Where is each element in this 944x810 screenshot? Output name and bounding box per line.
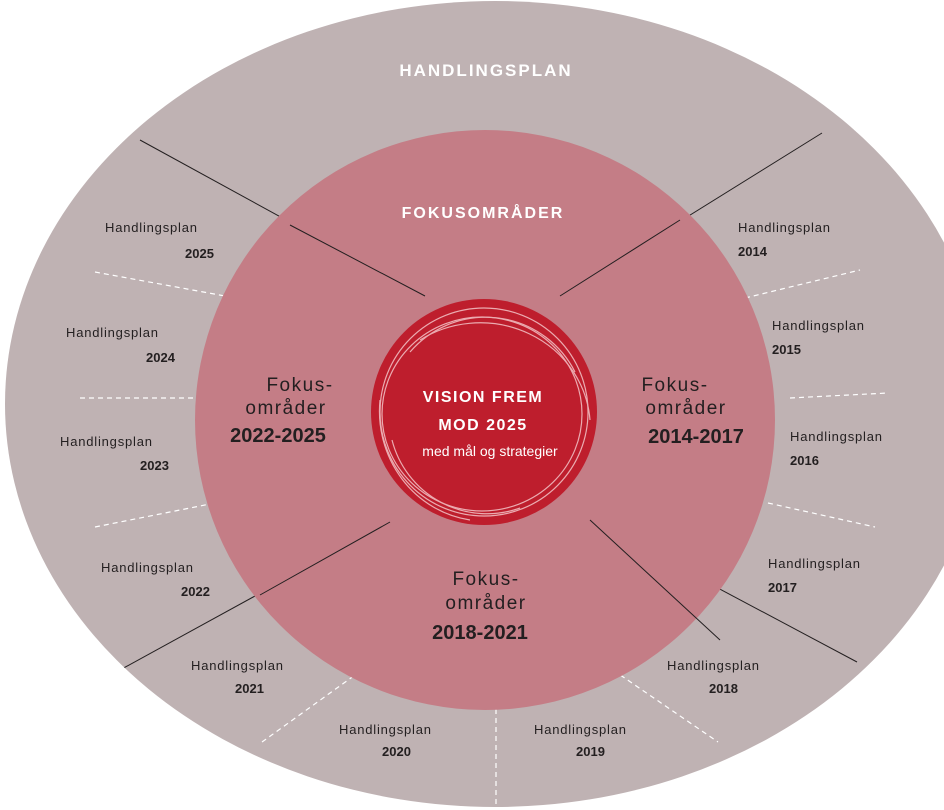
divider-line-inner-top-right [559, 219, 681, 297]
dashed-separator [612, 669, 719, 743]
vision-title-line1: VISION FREM [423, 389, 544, 406]
focus-area-years: 2022-2025 [230, 425, 326, 447]
action-plan-label: Handlingsplan [790, 429, 883, 444]
action-plan-2022: Handlingsplan 2022 [101, 560, 210, 599]
action-plan-2016: Handlingsplan 2016 [790, 429, 883, 468]
action-plan-year: 2021 [235, 681, 264, 696]
action-plan-label: Handlingsplan [667, 658, 760, 673]
action-plan-label: Handlingsplan [738, 220, 831, 235]
focus-area-2022-2025: Fokus- områder 2022-2025 [230, 375, 333, 447]
action-plan-label: Handlingsplan [772, 318, 865, 333]
action-plan-year: 2015 [772, 342, 801, 357]
focus-area-2014-2017: Fokus- områder 2014-2017 [641, 375, 743, 448]
action-plan-year: 2016 [790, 453, 819, 468]
action-plan-2025: Handlingsplan 2025 [105, 220, 214, 261]
focus-area-line1: Fokus- [452, 569, 519, 590]
action-plan-2024: Handlingsplan 2024 [66, 325, 176, 365]
action-plan-label: Handlingsplan [768, 556, 861, 571]
divider-line-inner-bottom-left [259, 521, 391, 596]
dashed-separator [789, 392, 889, 399]
action-plan-2020: Handlingsplan 2020 [339, 722, 432, 759]
action-plan-year: 2019 [576, 744, 605, 759]
focus-area-years: 2018-2021 [432, 622, 528, 644]
action-plan-year: 2022 [181, 584, 210, 599]
action-plan-2017: Handlingsplan 2017 [768, 556, 861, 595]
action-plan-label: Handlingsplan [105, 220, 198, 235]
vision-subtitle: med mål og strategier [422, 443, 558, 459]
action-plan-year: 2017 [768, 580, 797, 595]
focus-area-line2: områder [445, 593, 526, 614]
action-plan-label: Handlingsplan [101, 560, 194, 575]
action-plan-year: 2018 [709, 681, 738, 696]
vision-center-circle [371, 299, 597, 525]
action-plan-year: 2024 [146, 350, 176, 365]
action-plan-2021: Handlingsplan 2021 [191, 658, 284, 696]
action-plan-label: Handlingsplan [534, 722, 627, 737]
dashed-separator [767, 502, 876, 528]
action-plan-year: 2014 [738, 244, 768, 259]
action-plan-2018: Handlingsplan 2018 [667, 658, 760, 696]
dashed-separator [261, 669, 363, 743]
action-plan-2019: Handlingsplan 2019 [534, 722, 627, 759]
divider-line-inner-bottom-right [589, 519, 721, 641]
action-plan-2014: Handlingsplan 2014 [738, 220, 831, 259]
dashed-separator [94, 502, 216, 528]
vision-title-line2: MOD 2025 [438, 417, 527, 434]
action-plan-label: Handlingsplan [60, 434, 153, 449]
focus-area-years: 2014-2017 [648, 426, 744, 448]
focus-area-line2: områder [645, 398, 726, 419]
dashed-separator [94, 271, 226, 297]
swirl-decoration [378, 307, 591, 521]
focus-area-line1: Fokus- [266, 375, 333, 396]
focus-area-2018-2021: Fokus- områder 2018-2021 [432, 569, 528, 644]
middle-ring-title: FOKUSOMRÅDER [402, 203, 565, 222]
action-plan-2015: Handlingsplan 2015 [772, 318, 865, 357]
action-plan-label: Handlingsplan [191, 658, 284, 673]
action-plan-year: 2023 [140, 458, 169, 473]
action-plan-year: 2025 [185, 246, 214, 261]
action-plan-label: Handlingsplan [339, 722, 432, 737]
focus-area-line2: områder [245, 398, 326, 419]
dashed-separator [744, 269, 861, 299]
outer-ring-title: HANDLINGSPLAN [399, 61, 572, 80]
action-plan-year: 2020 [382, 744, 411, 759]
action-plan-label: Handlingsplan [66, 325, 159, 340]
divider-line-inner-top-left [289, 224, 426, 297]
focus-area-line1: Fokus- [641, 375, 708, 396]
action-plan-2023: Handlingsplan 2023 [60, 434, 169, 473]
